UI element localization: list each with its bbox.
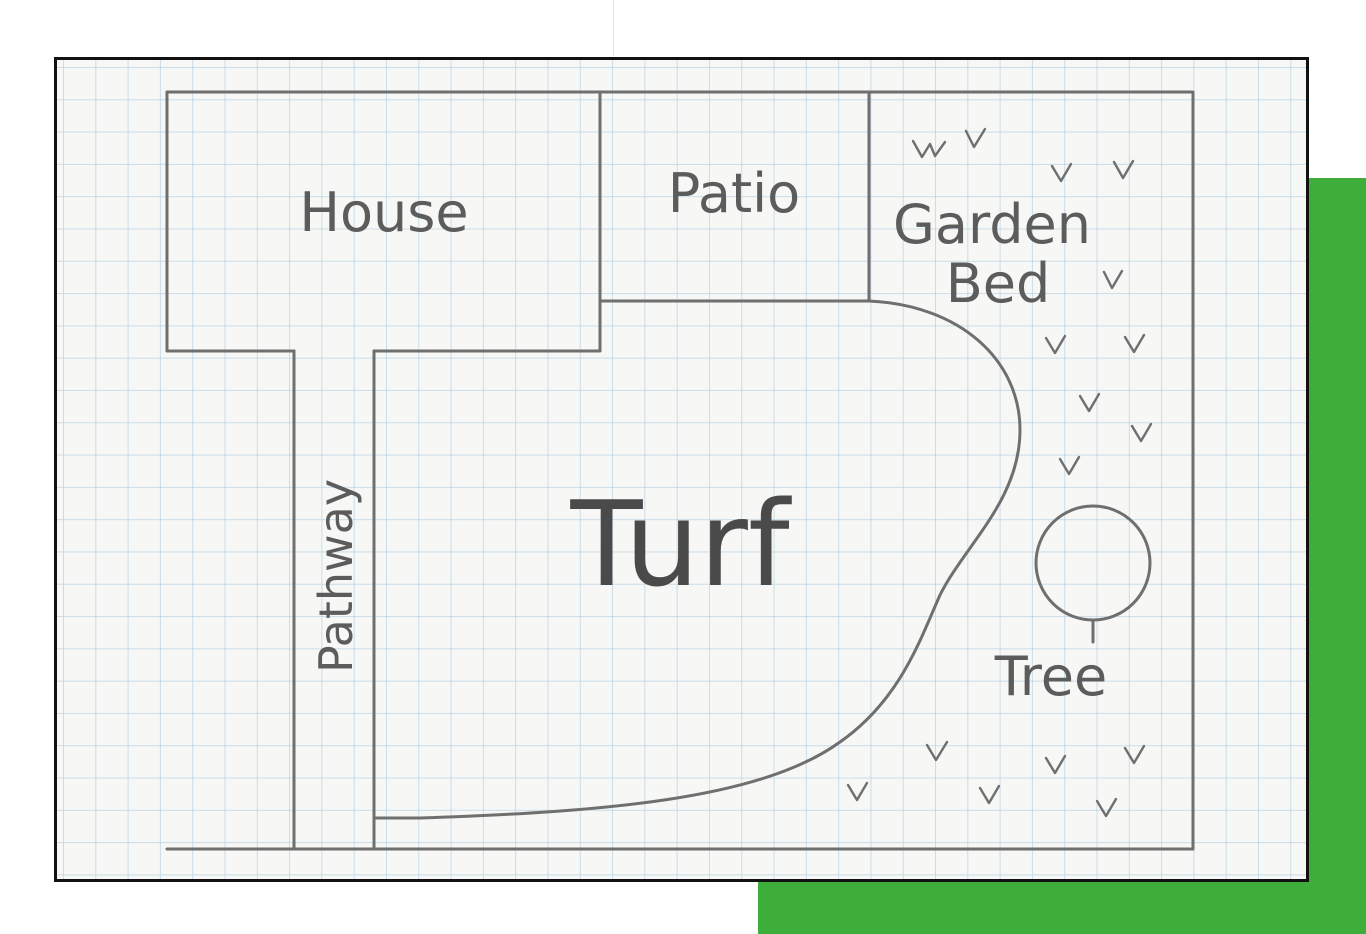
top-divider-line (613, 0, 614, 56)
graph-paper (54, 57, 1309, 882)
turf-outline (372, 299, 1022, 820)
tree-label: Tree (994, 645, 1108, 708)
tree-circle-icon (1034, 504, 1152, 644)
house-label: House (299, 181, 468, 244)
garden-bed-label-line2: Bed (946, 252, 1051, 315)
patio-label: Patio (668, 162, 800, 225)
garden-bed-label-line1: Garden (893, 193, 1091, 256)
yard-boundary (165, 90, 1195, 851)
pathway-outline (292, 349, 376, 851)
house-outline-left (165, 90, 296, 353)
turf-label: Turf (569, 475, 791, 613)
check-mark-plant-icon (846, 127, 1153, 818)
patio-outline (598, 90, 871, 303)
pathway-label: Pathway (309, 479, 363, 673)
